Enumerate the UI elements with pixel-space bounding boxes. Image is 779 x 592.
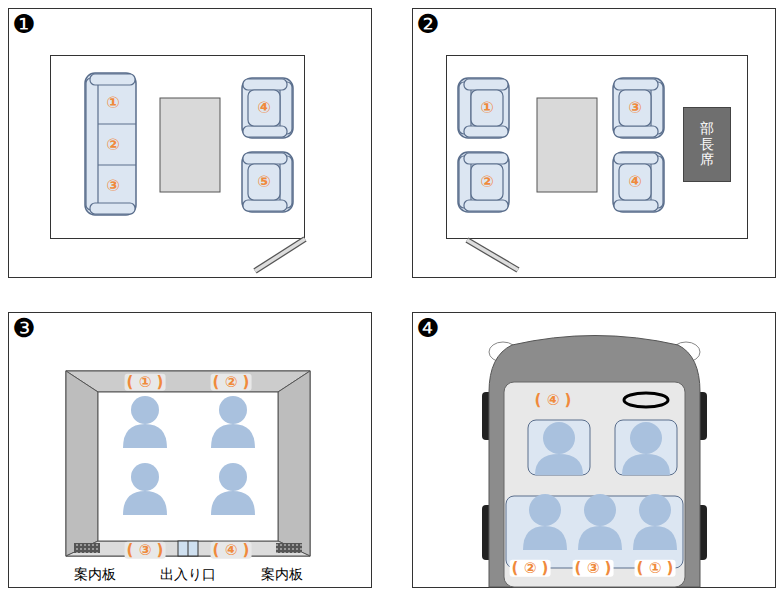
seat-number: ② [480, 173, 494, 191]
position-number: ( ② ) [211, 374, 252, 391]
position-number: ( ③ ) [573, 560, 614, 577]
seat-number: ② [106, 136, 120, 154]
seat-number: ① [106, 94, 120, 112]
part-label: 案内板 [74, 567, 116, 582]
seat-number: ④ [257, 99, 271, 117]
part-label: 出入り口 [160, 567, 216, 582]
seat-number: ① [480, 99, 494, 117]
position-number: ( ① ) [125, 374, 166, 391]
part-label: 案内板 [261, 567, 303, 582]
position-number: ( ③ ) [125, 542, 166, 559]
seat-number: ④ [628, 173, 642, 191]
panel-number: ❶ [12, 10, 35, 39]
panel-number: ❸ [12, 314, 35, 343]
panel-number: ❹ [416, 314, 439, 343]
seat-number: ③ [628, 99, 642, 117]
seat-block: 部長席 [683, 107, 731, 182]
position-number: ( ④ ) [533, 392, 574, 409]
position-number: ( ④ ) [211, 542, 252, 559]
position-number: ( ② ) [510, 560, 551, 577]
seat-label: 部長席 [700, 121, 714, 167]
panel-number: ❷ [416, 10, 439, 39]
position-number: ( ① ) [635, 560, 676, 577]
seat-number: ③ [106, 177, 120, 195]
seat-number: ⑤ [257, 173, 271, 191]
